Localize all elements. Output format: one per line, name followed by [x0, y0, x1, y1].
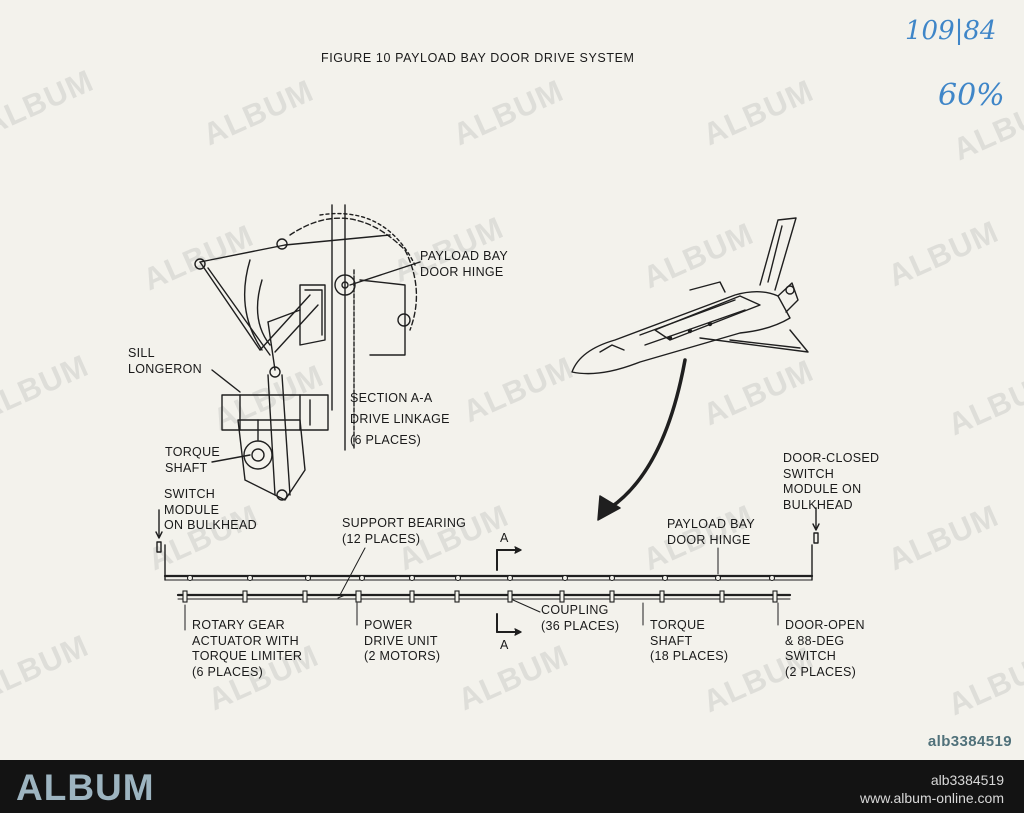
label-coupling: COUPLING (36 PLACES) — [541, 603, 620, 633]
label-switch-module-left: SWITCH MODULE ON BULKHEAD — [164, 487, 257, 532]
footer-bar: ALBUM alb3384519 www.album-online.com — [0, 760, 1024, 813]
label-door-closed-switch: DOOR-CLOSED SWITCH MODULE ON BULKHEAD — [783, 451, 880, 512]
document-page — [0, 0, 1024, 760]
label-door-open-switch: DOOR-OPEN & 88-DEG SWITCH (2 PLACES) — [785, 618, 865, 679]
drive-line-components — [182, 574, 778, 603]
label-torque-shaft: TORQUE SHAFT (18 PLACES) — [650, 618, 729, 663]
label-power-drive-unit: POWER DRIVE UNIT (2 MOTORS) — [364, 618, 441, 663]
stock-id-watermark: alb3384519 — [927, 733, 1012, 750]
label-support-bearing: SUPPORT BEARING (12 PLACES) — [342, 516, 467, 546]
label-payload-bay-door-hinge: PAYLOAD BAY DOOR HINGE — [667, 517, 756, 547]
handwritten-scale: 60% — [938, 78, 1005, 113]
curved-arrow — [608, 358, 687, 510]
footer-image-id: alb3384519 — [930, 772, 1004, 788]
footer-url-link[interactable]: www.album-online.com — [860, 790, 1004, 806]
label-torque-shaft-section: TORQUE SHAFT — [165, 445, 221, 475]
handwritten-date: 109|84 — [905, 16, 997, 46]
label-payload-bay-door-hinge-section: PAYLOAD BAY DOOR HINGE — [420, 249, 509, 279]
section-marker-bottom: A — [500, 638, 509, 652]
orbiter-illustration — [571, 217, 809, 375]
footer-brand-logo[interactable]: ALBUM — [16, 767, 155, 808]
drive-line-drawing — [155, 507, 820, 600]
label-rotary-gear-actuator: ROTARY GEAR ACTUATOR WITH TORQUE LIMITER… — [192, 618, 303, 679]
section-cut-marker — [496, 546, 522, 636]
diagram-drawing — [155, 204, 820, 636]
label-sill-longeron: SILL LONGERON — [128, 346, 202, 376]
label-section-a-a: SECTION A-A DRIVE LINKAGE (6 PLACES) — [350, 391, 450, 447]
figure-title: FIGURE 10 PAYLOAD BAY DOOR DRIVE SYSTEM — [321, 51, 635, 65]
section-marker-top: A — [500, 531, 509, 545]
section-view-drawing — [194, 204, 421, 501]
